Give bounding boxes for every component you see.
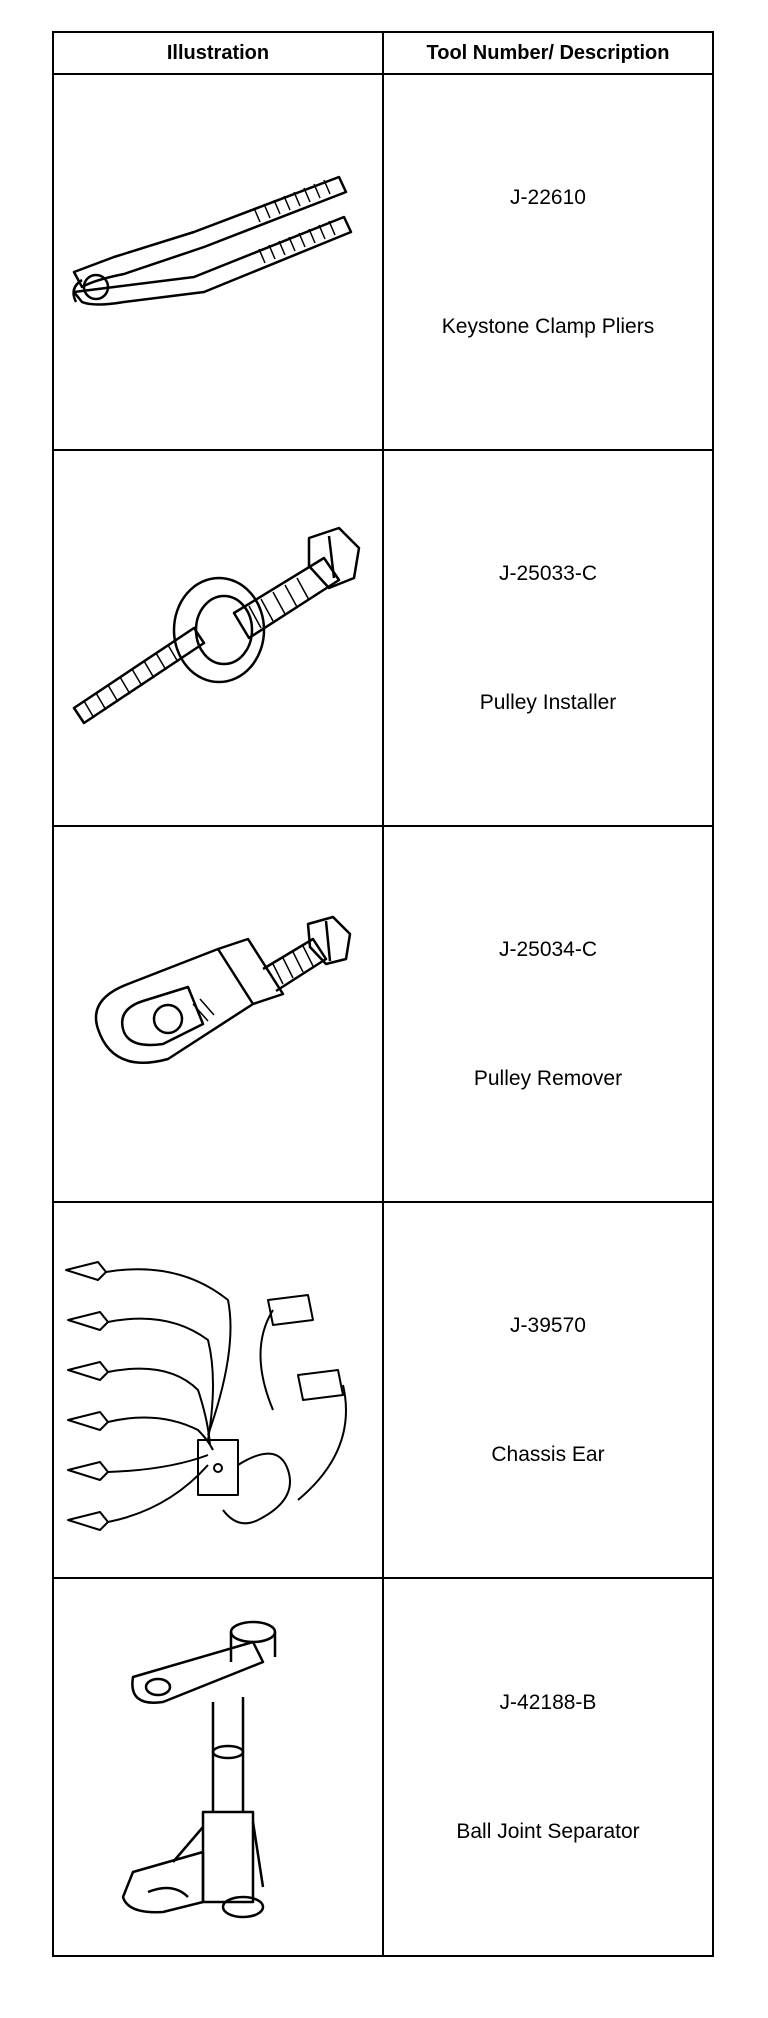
- tool-name: Keystone Clamp Pliers: [441, 314, 655, 338]
- header-row: Illustration Tool Number/ Description: [52, 31, 714, 75]
- pliers-icon: [72, 175, 353, 306]
- tool-row: J-25033-C Pulley Installer: [52, 449, 714, 827]
- chassis-ear-icon: [65, 1261, 347, 1531]
- tool-name: Chassis Ear: [491, 1442, 605, 1466]
- illustration-cell: [52, 73, 384, 451]
- description-cell: J-22610 Keystone Clamp Pliers: [382, 73, 714, 451]
- tool-row: J-25034-C Pulley Remover: [52, 825, 714, 1203]
- illustration-cell: [52, 825, 384, 1203]
- description-cell: J-42188-B Ball Joint Separator: [382, 1577, 714, 1957]
- illustration-cell: [52, 1577, 384, 1957]
- tool-row: J-22610 Keystone Clamp Pliers: [52, 73, 714, 451]
- tool-row: J-42188-B Ball Joint Separator: [52, 1577, 714, 1957]
- tool-number: J-42188-B: [499, 1690, 597, 1714]
- tool-description-header: Tool Number/ Description: [382, 31, 714, 75]
- tool-number: J-39570: [510, 1313, 586, 1337]
- tool-number: J-25034-C: [498, 937, 598, 961]
- tool-table: Illustration Tool Number/ Description: [52, 31, 714, 1957]
- tool-number: J-22610: [510, 185, 586, 209]
- ball-joint-separator-icon: [121, 1620, 277, 1919]
- description-cell: J-25033-C Pulley Installer: [382, 449, 714, 827]
- pulley-installer-icon: [72, 526, 361, 725]
- tool-number: J-25033-C: [498, 561, 598, 585]
- tool-name: Ball Joint Separator: [456, 1819, 640, 1843]
- tool-row: J-39570 Chassis Ear: [52, 1201, 714, 1579]
- illustration-cell: [52, 1201, 384, 1579]
- illustration-cell: [52, 449, 384, 827]
- description-cell: J-39570 Chassis Ear: [382, 1201, 714, 1579]
- illustration-header: Illustration: [52, 31, 384, 75]
- tool-name: Pulley Installer: [479, 690, 617, 714]
- tool-name: Pulley Remover: [473, 1066, 623, 1090]
- description-cell: J-25034-C Pulley Remover: [382, 825, 714, 1203]
- pulley-remover-icon: [94, 915, 352, 1064]
